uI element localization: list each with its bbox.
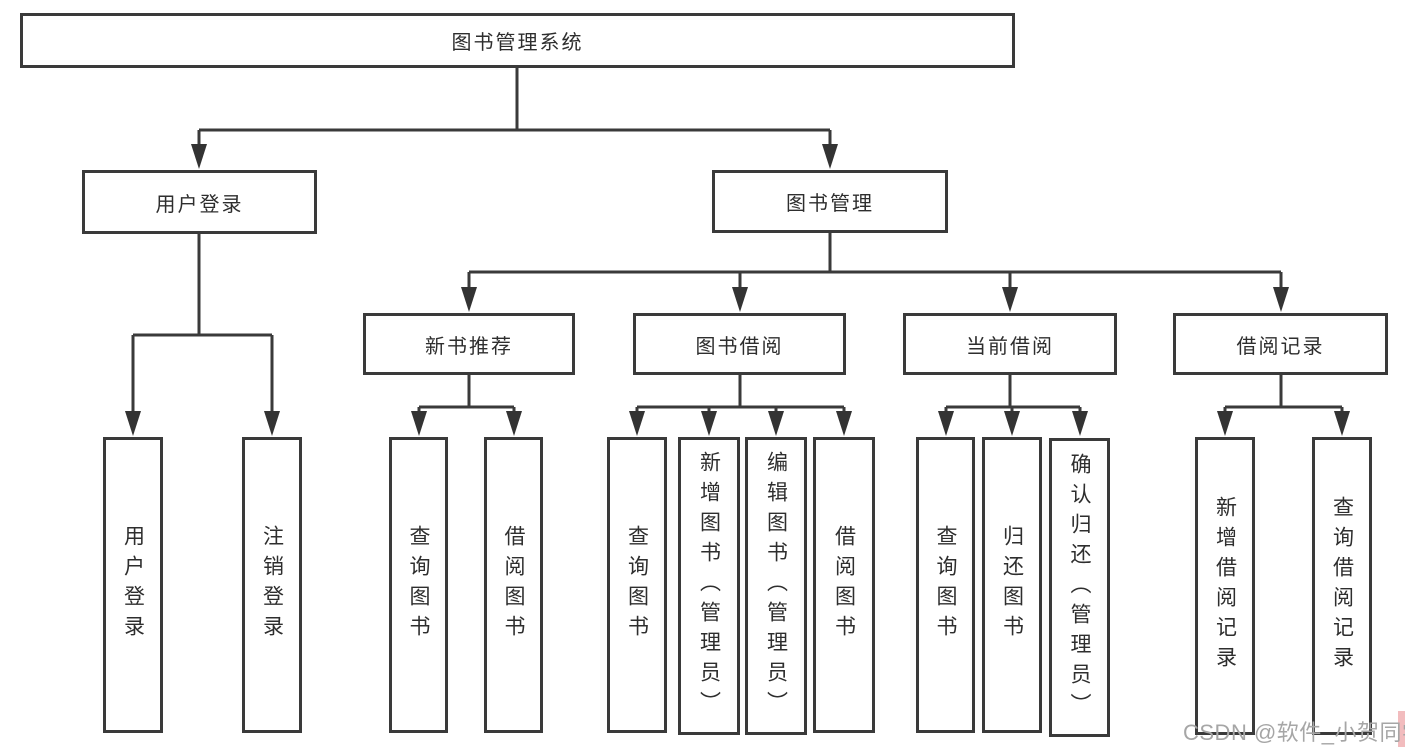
node-current-borrowing: 当前借阅 [903,313,1117,375]
leaf-query-borrow-record: 查询借阅记录 [1312,437,1372,735]
node-borrowing-records: 借阅记录 [1173,313,1388,375]
leaf-user-login: 用户登录 [103,437,163,733]
leaf-add-borrow-record: 新增借阅记录 [1195,437,1255,735]
leaf-return-books: 归还图书 [982,437,1042,733]
watermark: CSDN @软件_小贺同学 [1183,720,1405,745]
leaf-query-books-current: 查询图书 [916,437,975,733]
leaf-confirm-return-admin: 确认归还（管理员） [1049,438,1110,737]
watermark-color-strip [1398,711,1405,747]
node-user-login: 用户登录 [82,170,317,234]
leaf-add-books-admin: 新增图书（管理员） [678,437,740,735]
leaf-borrow-books-recommend: 借阅图书 [484,437,543,733]
leaf-logout: 注销登录 [242,437,302,733]
leaf-query-books-recommend: 查询图书 [389,437,448,733]
leaf-query-books-borrowing: 查询图书 [607,437,667,733]
leaf-borrow-books: 借阅图书 [813,437,875,733]
node-library-management-system: 图书管理系统 [20,13,1015,68]
leaf-edit-books-admin: 编辑图书（管理员） [745,437,807,735]
node-book-management: 图书管理 [712,170,948,233]
arrowhead-icons [125,144,1350,436]
node-new-book-recommendation: 新书推荐 [363,313,575,375]
node-book-borrowing: 图书借阅 [633,313,846,375]
